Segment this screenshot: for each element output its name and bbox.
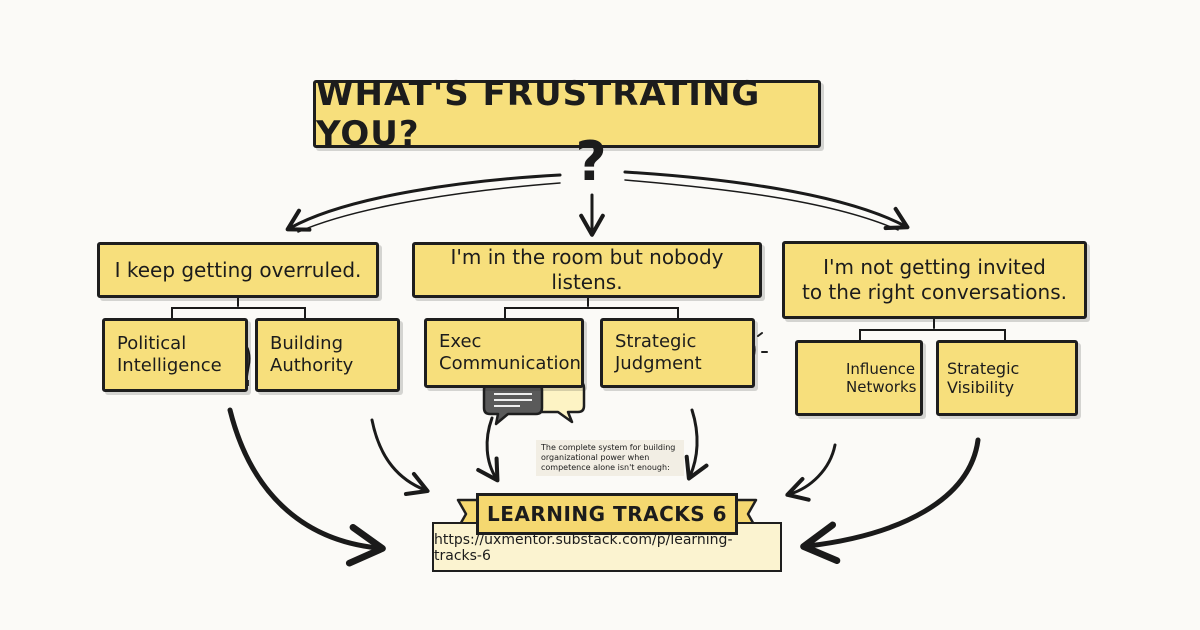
- track-label-line-1: Influence: [846, 360, 916, 378]
- frustration-not-invited: I'm not getting invited to the right con…: [782, 241, 1087, 319]
- track-label-line-1: Strategic: [947, 358, 1020, 378]
- track-label-line-1: Building: [270, 333, 344, 355]
- page-title: WHAT'S FRUSTRATING YOU?: [316, 74, 761, 154]
- question-mark: ?: [575, 130, 607, 193]
- track-label-line-1: Strategic: [615, 331, 697, 353]
- frustration-nobody-listens: I'm in the room but nobody listens.: [412, 242, 762, 298]
- arrow-to-banner-3: [476, 416, 500, 483]
- track-label-line-2: Judgment: [615, 353, 702, 374]
- learning-tracks-url[interactable]: https://uxmentor.substack.com/p/learning…: [434, 532, 733, 564]
- track-label-line-1: Exec: [439, 331, 482, 353]
- frustration-nobody-listens-text: I'm in the room but nobody listens.: [450, 245, 724, 294]
- track-label-line-2: Networks: [846, 378, 917, 396]
- track-label-line-2: Communication: [439, 353, 581, 374]
- track-influence-networks: Influence Networks: [795, 340, 923, 416]
- track-exec-communication: Exec Communication: [424, 318, 584, 388]
- arrow-to-banner-1: [227, 407, 386, 567]
- arrow-to-banner-2: [370, 418, 430, 497]
- speech-bubbles-icon: [482, 380, 586, 426]
- arrow-to-frustration-3: [623, 170, 910, 231]
- track-label-line-1: Political: [117, 333, 187, 355]
- arrow-to-frustration-1: [285, 173, 562, 233]
- track-label-line-2: Visibility: [947, 378, 1015, 397]
- track-label-line-2: Authority: [270, 355, 354, 376]
- system-note: The complete system for building organiz…: [536, 440, 684, 476]
- learning-tracks-label: LEARNING TRACKS 6: [486, 502, 728, 526]
- arrow-to-banner-4: [684, 408, 709, 481]
- frustration-not-invited-line-1: I'm not getting invited: [823, 255, 1046, 279]
- track-building-authority: Building Authority: [255, 318, 400, 392]
- frustration-overruled: I keep getting overruled.: [97, 242, 379, 298]
- track-strategic-visibility: Strategic Visibility: [936, 340, 1078, 416]
- frustration-overruled-text: I keep getting overruled.: [114, 257, 362, 282]
- bracket-frustration-1: [171, 297, 306, 319]
- track-political-intelligence: Political Intelligence: [102, 318, 248, 392]
- bracket-frustration-3: [859, 318, 1006, 341]
- track-label-line-2: Intelligence: [117, 355, 222, 376]
- learning-tracks-banner: LEARNING TRACKS 6: [476, 493, 738, 535]
- frustration-not-invited-line-2: to the right conversations.: [802, 280, 1067, 304]
- track-strategic-judgment: Strategic Judgment: [600, 318, 755, 388]
- arrow-to-banner-5: [785, 443, 837, 502]
- title-box: WHAT'S FRUSTRATING YOU?: [313, 74, 821, 154]
- arrow-to-banner-6: [800, 437, 981, 565]
- bracket-frustration-2: [504, 297, 679, 319]
